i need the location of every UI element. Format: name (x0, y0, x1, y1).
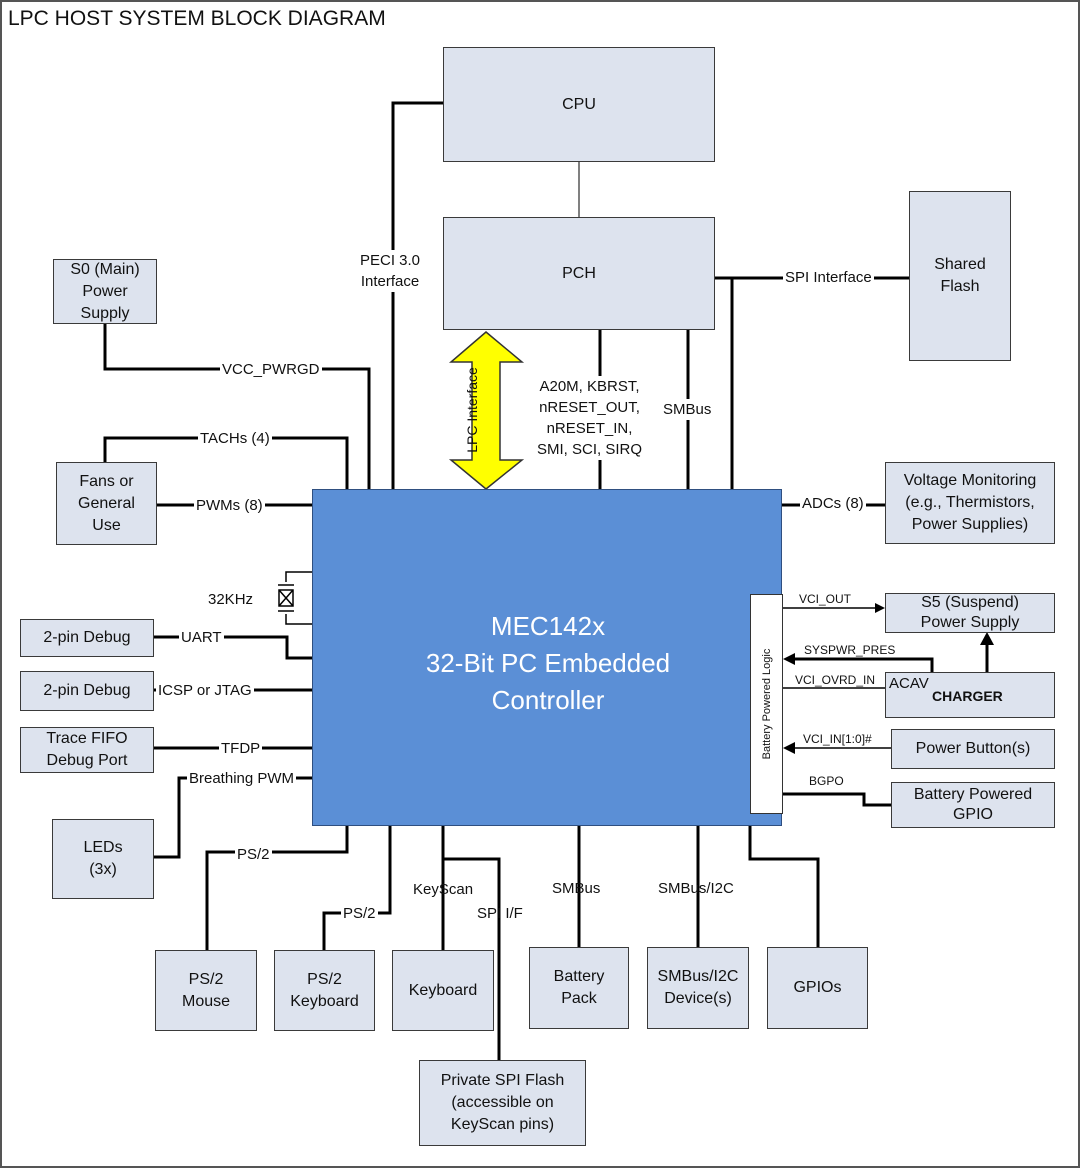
lpc-arrow (448, 331, 525, 490)
cpu-block: CPU (443, 47, 715, 162)
spi-if-label: SPI I/F (477, 905, 523, 922)
acav-label: ACAV (889, 675, 929, 692)
smbus-i2c-label: SMBus/I2C (658, 880, 734, 897)
lpc-interface-label: LPC Interface (464, 367, 480, 453)
ps2-keyboard-label: PS/2 (341, 903, 378, 924)
fans-block: Fans or General Use (56, 462, 157, 545)
breathing-pwm-label: Breathing PWM (187, 768, 297, 789)
peci-label: PECI 3.0 Interface (358, 250, 423, 292)
bgpo-label: BGPO (809, 774, 844, 788)
crystal-label: 32KHz (208, 591, 254, 608)
gpios-block: GPIOs (767, 947, 868, 1029)
keyboard-block: Keyboard (392, 950, 494, 1031)
pwms-label: PWMs (8) (194, 495, 265, 516)
diagram-title: LPC HOST SYSTEM BLOCK DIAGRAM (8, 7, 386, 30)
battery-powered-logic-block: Battery Powered Logic (750, 594, 783, 814)
tachs-label: TACHs (4) (198, 428, 272, 449)
trace-fifo-block: Trace FIFO Debug Port (20, 727, 154, 773)
s5-power-supply-block: S5 (Suspend) Power Supply (885, 593, 1055, 633)
smbus-top-label: SMBus (661, 399, 714, 420)
ps2-mouse-block: PS/2 Mouse (155, 950, 257, 1031)
leds-block: LEDs (3x) (52, 819, 154, 899)
tfdp-label: TFDP (219, 738, 263, 759)
spi-interface-label: SPI Interface (783, 267, 874, 288)
syspwr-pres-label: SYSPWR_PRES (804, 643, 896, 657)
power-button-block: Power Button(s) (891, 729, 1055, 769)
a20m-signals-label: A20M, KBRST, nRESET_OUT, nRESET_IN, SMI,… (535, 376, 645, 460)
adcs-label: ADCs (8) (800, 493, 866, 514)
debug-block-2: 2-pin Debug (20, 671, 154, 711)
vcc-pwrgd-label: VCC_PWRGD (220, 359, 322, 380)
s0-power-supply-block: S0 (Main) Power Supply (53, 259, 157, 324)
uart-label: UART (179, 627, 224, 648)
voltage-monitoring-block: Voltage Monitoring (e.g., Thermistors, P… (885, 462, 1055, 544)
smbus-device-block: SMBus/I2C Device(s) (647, 947, 749, 1029)
mec-controller-label: MEC142x 32-Bit PC Embedded Controller (425, 611, 671, 715)
battery-gpio-block: Battery Powered GPIO (891, 782, 1055, 828)
battery-pack-block: Battery Pack (529, 947, 629, 1029)
vci-ovrd-in-label: VCI_OVRD_IN (795, 673, 876, 687)
debug-block-1: 2-pin Debug (20, 619, 154, 657)
charger-label: CHARGER (932, 688, 1003, 704)
keyscan-label: KeyScan (413, 881, 474, 898)
vci-in-label: VCI_IN[1:0]# (803, 732, 872, 746)
icsp-jtag-label: ICSP or JTAG (156, 680, 254, 701)
vci-out-label: VCI_OUT (799, 592, 852, 606)
mec-controller-block: MEC142x 32-Bit PC Embedded Controller (312, 489, 782, 826)
smbus-bottom-label: SMBus (552, 880, 601, 897)
ps2-mouse-label: PS/2 (235, 844, 272, 865)
charger-block: ACAV CHARGER (885, 672, 1055, 718)
pch-block: PCH (443, 217, 715, 330)
private-spi-flash-block: Private SPI Flash (accessible on KeyScan… (419, 1060, 586, 1146)
shared-flash-block: Shared Flash (909, 191, 1011, 361)
ps2-keyboard-block: PS/2 Keyboard (274, 950, 375, 1031)
battery-powered-logic-label: Battery Powered Logic (760, 648, 773, 760)
